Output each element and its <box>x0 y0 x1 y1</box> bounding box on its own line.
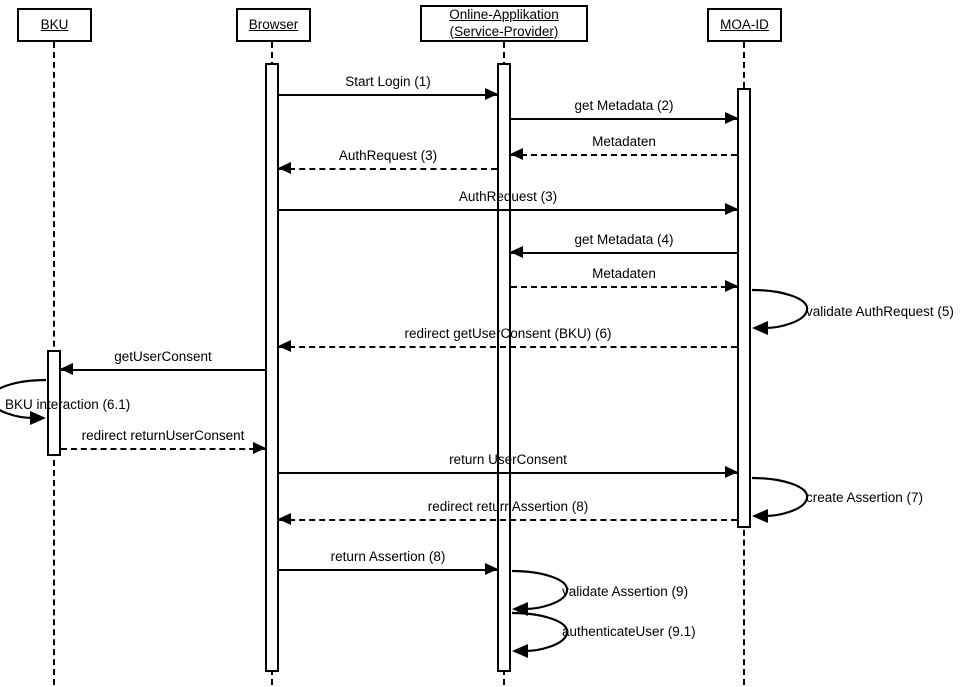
self-message-s5 <box>511 611 573 661</box>
arrowhead-icon <box>725 112 738 124</box>
message-shaft <box>511 154 737 156</box>
activation-bar-oa <box>497 63 511 672</box>
participant-box-browser[interactable]: Browser <box>236 8 311 42</box>
arrowhead-icon <box>725 203 738 215</box>
arrowhead-icon <box>60 363 73 375</box>
participant-label-oa: Online-Applikation (Service-Provider) <box>449 6 559 39</box>
arrowhead-icon <box>278 513 291 525</box>
arrowhead-icon <box>510 148 523 160</box>
message-shaft <box>61 369 265 371</box>
message-label-m12: redirect returnAssertion (8) <box>427 499 589 514</box>
self-message-label-s1: validate AuthRequest (5) <box>806 304 954 319</box>
message-label-m7: Metadaten <box>592 266 656 281</box>
message-shaft <box>61 448 265 450</box>
message-label-m4: AuthRequest (3) <box>338 148 438 163</box>
self-message-label-s5: authenticateUser (9.1) <box>562 624 696 639</box>
arrowhead-icon <box>725 280 738 292</box>
message-shaft <box>279 519 737 521</box>
participant-label-bku: BKU <box>40 16 69 32</box>
message-shaft <box>279 94 497 96</box>
message-shaft <box>279 346 737 348</box>
self-message-s2 <box>0 378 47 428</box>
message-shaft <box>279 569 497 571</box>
self-message-s1 <box>751 288 813 338</box>
arrowhead-icon <box>278 162 291 174</box>
participant-label-moaid: MOA-ID <box>720 16 769 32</box>
arrowhead-icon <box>510 246 523 258</box>
arrowhead-icon <box>278 340 291 352</box>
message-label-m9: getUserConsent <box>114 349 212 364</box>
self-message-label-s4: validate Assertion (9) <box>562 584 689 599</box>
message-shaft <box>279 168 497 170</box>
arrowhead-icon <box>725 466 738 478</box>
participant-label-browser: Browser <box>248 16 299 32</box>
message-shaft <box>279 209 737 211</box>
message-label-m2: get Metadata (2) <box>574 98 674 113</box>
message-label-m13: return Assertion (8) <box>330 549 446 564</box>
message-label-m6: get Metadata (4) <box>574 232 674 247</box>
message-label-m8: redirect getUserConsent (BKU) (6) <box>404 326 612 341</box>
participant-box-bku[interactable]: BKU <box>17 8 92 42</box>
participant-box-oa[interactable]: Online-Applikation (Service-Provider) <box>420 5 588 42</box>
self-message-label-s3: create Assertion (7) <box>806 490 924 505</box>
message-label-m1: Start Login (1) <box>345 74 431 89</box>
message-label-m11: return UserConsent <box>449 452 567 467</box>
message-label-m3: Metadaten <box>592 134 656 149</box>
activation-bar-bku <box>47 350 61 456</box>
message-shaft <box>511 118 737 120</box>
self-message-label-s2: BKU interaction (6.1) <box>5 397 131 412</box>
self-message-s3 <box>751 476 813 526</box>
message-shaft <box>511 252 737 254</box>
message-label-m10: redirect returnUserConsent <box>81 428 245 443</box>
participant-box-moaid[interactable]: MOA-ID <box>707 8 782 42</box>
activation-bar-browser <box>265 63 279 672</box>
arrowhead-icon <box>485 88 498 100</box>
message-shaft <box>279 472 737 474</box>
arrowhead-icon <box>485 563 498 575</box>
message-shaft <box>511 286 737 288</box>
arrowhead-icon <box>253 442 266 454</box>
message-label-m5: AuthRequest (3) <box>458 189 558 204</box>
activation-bar-moaid <box>737 88 751 528</box>
